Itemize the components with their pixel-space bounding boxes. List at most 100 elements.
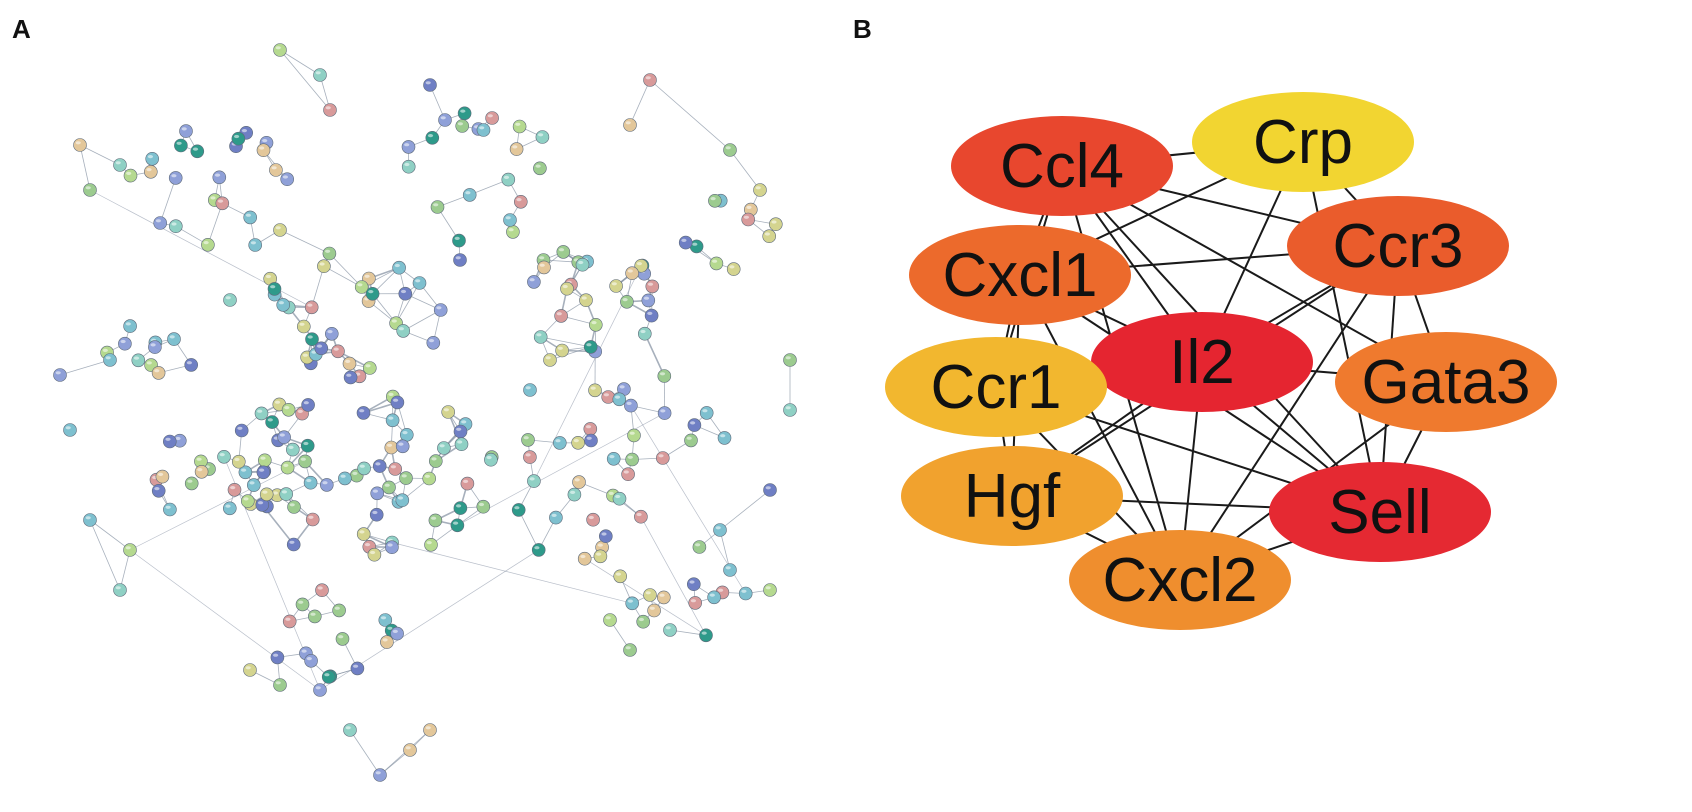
network-node-circle (169, 219, 183, 233)
network-node-circle (369, 507, 384, 522)
network-node-highlight (590, 386, 596, 390)
network-node-highlight (649, 606, 655, 610)
network-node (168, 171, 183, 185)
network-node (577, 551, 592, 566)
network-node-highlight (357, 283, 363, 287)
network-node-highlight (284, 406, 290, 410)
network-node (424, 537, 438, 552)
network-node-highlight (551, 513, 557, 517)
network-node-circle (372, 459, 387, 473)
network-node-circle (460, 476, 475, 491)
network-node (392, 260, 406, 275)
network-node-highlight (539, 256, 545, 260)
network-node (217, 449, 231, 464)
network-node (307, 609, 322, 624)
network-node-highlight (627, 455, 633, 459)
network-node-circle (537, 260, 551, 275)
network-node (319, 478, 334, 492)
network-node-circle (623, 118, 637, 132)
network-node (637, 326, 652, 341)
network-node-highlight (346, 373, 352, 377)
network-node-highlight (375, 771, 381, 775)
network-edge (469, 179, 509, 196)
network-node-highlight (387, 543, 393, 547)
network-node (357, 461, 371, 476)
network-node-highlight (538, 133, 544, 137)
network-node-highlight (270, 285, 276, 289)
network-node (373, 768, 387, 782)
network-node-highlight (147, 155, 153, 159)
network-node (388, 462, 403, 476)
network-node-highlight (150, 343, 156, 347)
network-node (343, 370, 358, 385)
network-node-highlight (454, 236, 460, 240)
network-node-circle (384, 440, 399, 455)
network-node (350, 661, 365, 676)
network-edge (79, 144, 91, 191)
network-edge (279, 49, 321, 76)
network-node (509, 142, 524, 156)
network-node (428, 513, 443, 528)
network-node-circle (403, 743, 417, 757)
network-node-highlight (225, 504, 231, 508)
network-node-highlight (210, 196, 216, 200)
network-node-highlight (695, 543, 701, 547)
network-node-highlight (282, 175, 288, 179)
network-node (535, 130, 550, 144)
network-node (741, 212, 756, 227)
network-node-highlight (692, 242, 698, 246)
network-node (390, 395, 405, 410)
network-node-circle (462, 188, 477, 202)
network-node-highlight (425, 81, 431, 85)
network-node-highlight (245, 213, 251, 217)
network-node-circle (678, 235, 693, 250)
network-node-highlight (197, 468, 203, 472)
network-edge (403, 309, 441, 332)
network-node-circle (212, 170, 227, 185)
network-edge (729, 149, 761, 191)
network-node-highlight (300, 457, 306, 461)
network-node-highlight (340, 474, 346, 478)
network-node (503, 213, 517, 227)
network-node-circle (63, 423, 77, 437)
network-node-circle (285, 442, 300, 457)
network-node (322, 246, 337, 261)
network-node-highlight (404, 162, 410, 167)
network-node-circle (390, 395, 405, 410)
network-node-circle (295, 597, 310, 612)
network-node (663, 623, 677, 637)
network-node (636, 614, 651, 629)
network-node-highlight (539, 263, 545, 267)
network-node-highlight (187, 479, 193, 483)
network-node-circle (123, 543, 137, 557)
network-node (598, 529, 613, 544)
network-node-highlight (431, 457, 437, 461)
network-node-circle (763, 483, 777, 497)
network-node-highlight (303, 441, 309, 446)
network-node-circle (395, 493, 410, 508)
network-node (450, 518, 465, 533)
network-node-circle (603, 613, 617, 627)
network-node-highlight (764, 232, 771, 236)
network-node-highlight (659, 593, 665, 597)
network-node-circle (643, 588, 657, 602)
network-node-circle (380, 635, 394, 649)
network-node-highlight (133, 356, 140, 360)
network-node-circle (593, 549, 608, 564)
edge-crp-sell (1302, 141, 1381, 513)
network-node-highlight (710, 197, 716, 201)
network-node-circle (270, 650, 285, 665)
network-node-highlight (785, 406, 791, 410)
network-node-highlight (689, 580, 695, 584)
network-node-circle (588, 383, 602, 398)
network-node-highlight (359, 409, 365, 413)
network-node (620, 294, 634, 309)
network-node-circle (584, 433, 598, 448)
node-cxcl1-ellipse (909, 225, 1131, 325)
network-node (401, 159, 416, 174)
network-node-circle (506, 225, 520, 239)
network-node-circle (269, 163, 283, 177)
network-node-circle (636, 614, 651, 629)
network-node (167, 332, 181, 346)
edge-ccr3-cxcl2 (1179, 245, 1399, 581)
